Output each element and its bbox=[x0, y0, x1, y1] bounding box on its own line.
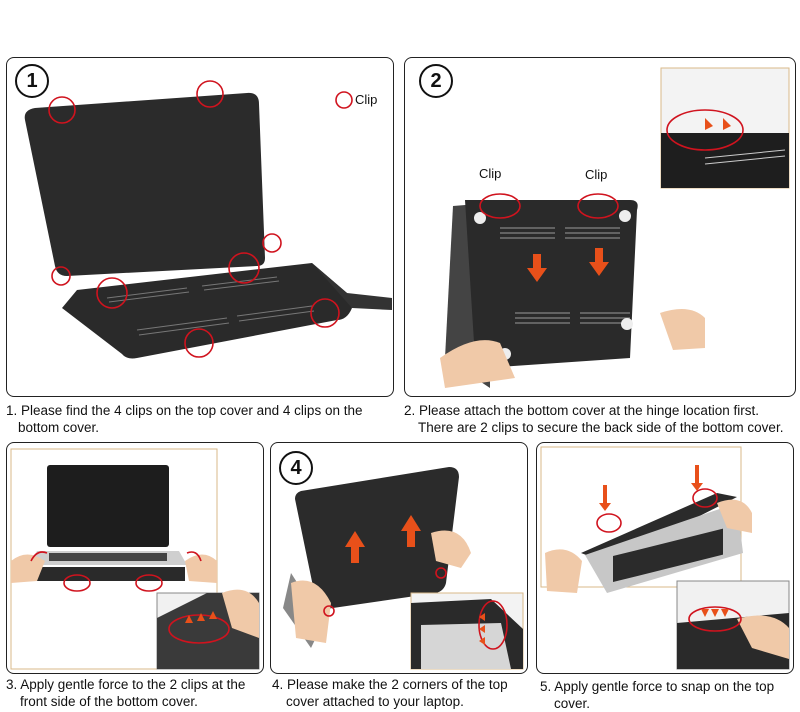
clip-marker bbox=[262, 233, 282, 253]
clip-marker bbox=[435, 567, 447, 579]
step-1-panel: 1 Clip bbox=[6, 57, 394, 397]
step-1-caption-line1: 1. Please find the 4 clips on the top co… bbox=[6, 403, 363, 418]
step-2-caption-line1: 2. Please attach the bottom cover at the… bbox=[404, 403, 759, 418]
arrow-down bbox=[589, 248, 609, 276]
clip-marker bbox=[577, 193, 619, 219]
arrow-down bbox=[527, 254, 547, 282]
legend-clip-label: Clip bbox=[355, 92, 378, 107]
hand-right bbox=[660, 309, 705, 350]
top-cover bbox=[295, 467, 459, 609]
hand-left bbox=[440, 340, 515, 388]
step-4-panel: 4 bbox=[270, 442, 528, 674]
step-5-caption-line1: 5. Apply gentle force to snap on the top bbox=[540, 679, 775, 694]
step-5-panel: 5 bbox=[536, 442, 794, 674]
step-2-clip-right-label: Clip bbox=[585, 167, 608, 182]
clip-marker bbox=[596, 513, 622, 533]
clip-marker bbox=[48, 96, 76, 124]
arrow-down bbox=[691, 465, 703, 491]
clip-marker bbox=[51, 266, 71, 286]
arrow-up bbox=[401, 515, 421, 547]
step-2-panel: 2 Clip Clip bbox=[404, 57, 796, 397]
clip-marker bbox=[135, 574, 163, 592]
laptop-screen bbox=[47, 465, 169, 547]
step-4-caption-line2: cover attached to your laptop. bbox=[286, 694, 464, 709]
step-3-caption-line2: front side of the bottom cover. bbox=[20, 694, 198, 709]
step-1-number: 1 bbox=[15, 64, 49, 98]
step-2-illustration bbox=[440, 67, 790, 388]
step-2-caption-line2: There are 2 clips to secure the back sid… bbox=[418, 420, 784, 435]
bottom-cover bbox=[35, 567, 185, 581]
bottom-cover bbox=[465, 200, 638, 368]
step-4-illustration bbox=[283, 467, 524, 670]
clip-marker bbox=[196, 80, 224, 108]
step-2-clip-left-label: Clip bbox=[479, 166, 502, 181]
top-cover bbox=[24, 92, 266, 276]
clip-marker bbox=[184, 328, 214, 358]
step-1-illustration bbox=[24, 80, 392, 359]
step-3-panel bbox=[6, 442, 264, 674]
step-4-caption: 4. Please make the 2 corners of the top … bbox=[272, 676, 534, 710]
step-3-caption-line1: 3. Apply gentle force to the 2 clips at … bbox=[6, 677, 246, 692]
step-5-caption: 5. Apply gentle force to snap on the top… bbox=[540, 678, 798, 712]
step-3-illustration bbox=[10, 448, 260, 670]
step-4-caption-line1: 4. Please make the 2 corners of the top bbox=[272, 677, 508, 692]
clip-marker bbox=[63, 574, 91, 592]
step-1-caption: 1. Please find the 4 clips on the top co… bbox=[6, 402, 398, 436]
step-1-caption-line2: bottom cover. bbox=[18, 420, 100, 435]
clip-marker bbox=[323, 605, 335, 617]
step-2-number: 2 bbox=[419, 64, 453, 98]
clip-marker bbox=[310, 298, 340, 328]
clip-marker bbox=[228, 252, 260, 284]
bottom-cover bbox=[62, 263, 352, 359]
step-3-caption: 3. Apply gentle force to the 2 clips at … bbox=[6, 676, 268, 710]
step-4-number: 4 bbox=[279, 451, 313, 485]
step-5-caption-line2: cover. bbox=[554, 696, 591, 711]
step-5-illustration bbox=[540, 446, 790, 670]
clip-marker bbox=[479, 193, 521, 219]
clip-marker bbox=[692, 488, 718, 508]
arrow-up bbox=[345, 531, 365, 563]
clip-marker bbox=[96, 277, 128, 309]
step-2-caption: 2. Please attach the bottom cover at the… bbox=[404, 402, 800, 436]
arrow-down bbox=[599, 485, 611, 511]
legend-clip-icon bbox=[335, 91, 353, 109]
